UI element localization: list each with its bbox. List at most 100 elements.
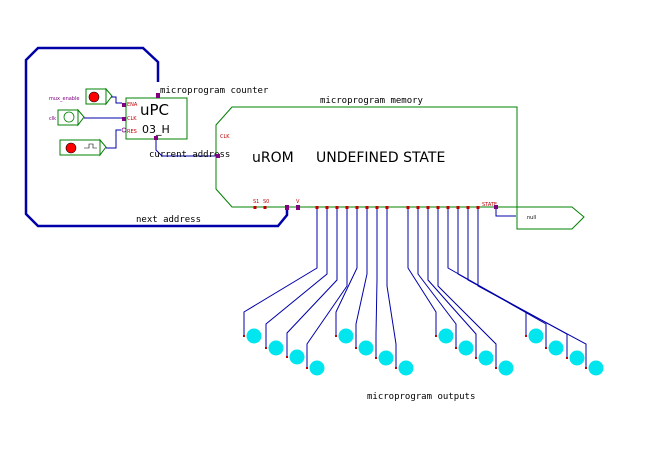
urom-state-pin: STATE xyxy=(482,202,497,208)
output-wire xyxy=(417,209,457,348)
upc-reset-pin: RES xyxy=(127,129,137,135)
output-wire xyxy=(427,209,477,358)
output-lamp-pin xyxy=(375,357,377,359)
output-wire xyxy=(286,209,338,357)
state-output-connector[interactable] xyxy=(516,206,585,230)
output-lamp xyxy=(528,328,544,344)
output-lamp xyxy=(478,350,494,366)
output-lamp xyxy=(378,350,394,366)
output-lamp-pin xyxy=(395,367,397,369)
output-lamp-pin xyxy=(455,347,457,349)
upc-enable-port xyxy=(122,103,126,107)
urom-select-pin xyxy=(263,206,267,209)
output-lamp-pin xyxy=(585,367,587,369)
output-wire xyxy=(447,209,527,336)
output-lamp xyxy=(246,328,262,344)
urom-v-pin: V xyxy=(296,199,300,205)
urom-output-pin xyxy=(335,206,339,209)
output-lamp xyxy=(498,360,514,376)
output-lamp xyxy=(458,340,474,356)
upc-current-port xyxy=(154,136,158,140)
urom-output-pin xyxy=(456,206,460,209)
output-wire xyxy=(306,209,348,368)
output-lamp-pin xyxy=(243,335,245,337)
urom-state: UNDEFINED STATE xyxy=(316,150,445,166)
urom-clk-pin: CLK xyxy=(220,134,230,140)
urom-output-pin xyxy=(416,206,420,209)
output-wire xyxy=(437,209,497,368)
output-wire xyxy=(335,209,358,336)
output-wire xyxy=(467,209,568,358)
upc-reset-port xyxy=(121,127,127,133)
output-wire xyxy=(375,209,378,358)
urom-component[interactable] xyxy=(215,106,518,208)
urom-clk-port xyxy=(216,154,220,158)
urom-output-pin xyxy=(426,206,430,209)
reset-input-button[interactable] xyxy=(65,142,77,154)
urom-output-pin xyxy=(436,206,440,209)
output-wire xyxy=(355,209,368,348)
next-address-bus xyxy=(24,46,289,228)
output-lamp-pin xyxy=(306,367,308,369)
state-output-label: null xyxy=(527,215,536,221)
output-lamp-pin xyxy=(495,367,497,369)
microprogram-outputs-group xyxy=(243,206,604,376)
urom-output-pin xyxy=(365,206,369,209)
output-lamp xyxy=(398,360,414,376)
output-lamp xyxy=(548,340,564,356)
next-address-label: next address xyxy=(136,215,201,225)
output-lamp xyxy=(569,350,585,366)
output-wire xyxy=(407,209,437,336)
output-lamp xyxy=(438,328,454,344)
urom-output-pin xyxy=(375,206,379,209)
output-lamp-pin xyxy=(525,335,527,337)
urom-select-pin xyxy=(253,206,257,209)
output-lamp xyxy=(268,340,284,356)
output-lamp-pin xyxy=(355,347,357,349)
output-lamp-pin xyxy=(286,356,288,358)
clock-input-label: clk xyxy=(49,116,56,122)
urom-output-pin xyxy=(446,206,450,209)
output-lamp xyxy=(588,360,604,376)
upc-clock-port xyxy=(122,117,126,121)
output-lamp xyxy=(309,360,325,376)
upc-enable-pin: ENA xyxy=(127,102,138,108)
clock-input-icon xyxy=(63,111,75,123)
urom-output-pin xyxy=(325,206,329,209)
output-lamp xyxy=(289,349,305,365)
microprogram-outputs-label: microprogram outputs xyxy=(367,392,475,402)
output-wire xyxy=(386,209,397,368)
output-lamp xyxy=(338,328,354,344)
urom-output-pin xyxy=(315,206,319,209)
output-lamp-pin xyxy=(475,357,477,359)
upc-value: 03_H xyxy=(142,123,170,136)
urom-output-pin xyxy=(476,206,480,209)
microprogram-memory-label: microprogram memory xyxy=(320,96,424,106)
urom-title: uROM xyxy=(252,150,294,166)
output-wire xyxy=(477,209,587,368)
urom-next-port xyxy=(285,205,289,210)
enable-input-label: mux_enable xyxy=(49,96,79,102)
output-lamp-pin xyxy=(435,335,437,337)
urom-output-pin xyxy=(355,206,359,209)
urom-output-pin xyxy=(466,206,470,209)
urom-output-pin xyxy=(345,206,349,209)
output-lamp xyxy=(358,340,374,356)
current-address-wire xyxy=(155,140,215,157)
upc-next-port xyxy=(156,93,160,98)
urom-v-port xyxy=(296,205,300,210)
urom-output-pin xyxy=(385,206,389,209)
current-address-label: current address xyxy=(149,150,230,160)
pulse-icon xyxy=(84,143,97,149)
output-wire xyxy=(457,209,547,348)
urom-output-pin xyxy=(406,206,410,209)
output-wire xyxy=(243,209,318,336)
upc-title: uPC xyxy=(140,101,169,119)
output-lamp-pin xyxy=(545,347,547,349)
urom-s0-pin: S0 xyxy=(263,199,269,205)
output-lamp-pin xyxy=(566,357,568,359)
output-wire xyxy=(265,209,328,348)
output-lamp-pin xyxy=(265,347,267,349)
enable-input-button[interactable] xyxy=(88,91,100,103)
